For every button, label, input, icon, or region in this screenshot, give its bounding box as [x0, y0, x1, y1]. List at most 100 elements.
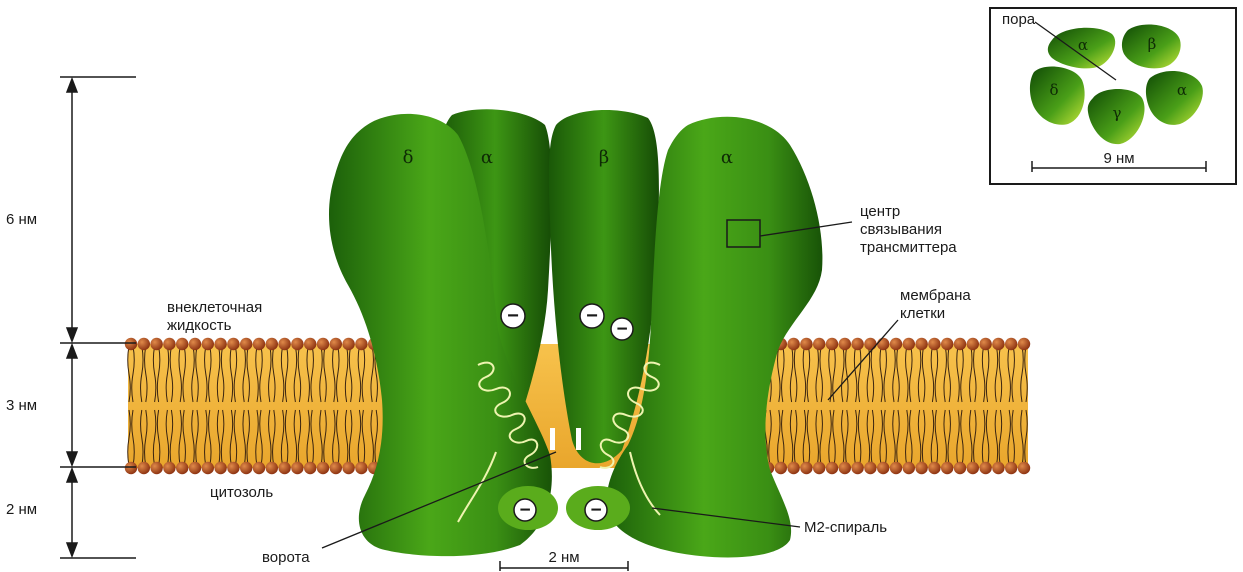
lipid-head [227, 462, 239, 474]
lipid-head [278, 462, 290, 474]
lipid-head [979, 338, 991, 350]
label-m2-helix: M2-спираль [804, 519, 887, 536]
lipid-head [890, 338, 902, 350]
lipid-head [787, 462, 799, 474]
lipid-head [800, 338, 812, 350]
lipid-head [903, 338, 915, 350]
scale-label-2nm: 2 нм [6, 501, 37, 518]
lipid-head [214, 338, 226, 350]
label-gate: ворота [262, 549, 310, 566]
lipid-head [928, 338, 940, 350]
scale-label-inset: 9 нм [1103, 150, 1134, 167]
lipid-head [864, 462, 876, 474]
lipid-head [227, 338, 239, 350]
lipid-head [202, 462, 214, 474]
lipid-head [163, 462, 175, 474]
gate-bar-left [550, 428, 555, 450]
lipid-head [189, 462, 201, 474]
lipid-head [915, 338, 927, 350]
subunit-label-alpha-2: α [721, 147, 733, 168]
lipid-head [992, 338, 1004, 350]
vertical-scale [60, 77, 136, 558]
lipid-head [355, 338, 367, 350]
lipid-head [864, 338, 876, 350]
lipid-head [979, 462, 991, 474]
lipid-head [813, 462, 825, 474]
lipid-head [342, 462, 354, 474]
lipid-head [941, 338, 953, 350]
lipid-head [941, 462, 953, 474]
lipid-head [826, 338, 838, 350]
charge-symbol-3: − [616, 319, 627, 340]
lipid-head [163, 338, 175, 350]
lipid-head [176, 338, 188, 350]
lipid-head [1005, 338, 1017, 350]
lipid-head [125, 462, 137, 474]
lipid-head [304, 338, 316, 350]
lipid-head [915, 462, 927, 474]
lipid-head [150, 338, 162, 350]
lipid-head [967, 462, 979, 474]
lipid-head [240, 462, 252, 474]
lipid-head [253, 338, 265, 350]
lipid-head [138, 338, 150, 350]
lipid-head [992, 462, 1004, 474]
lipid-head [877, 338, 889, 350]
lipid-head [240, 338, 252, 350]
lipid-head [877, 462, 889, 474]
lipid-head [202, 338, 214, 350]
lipid-head [967, 338, 979, 350]
inset-label-gamma: γ [1113, 104, 1122, 122]
lipid-head [150, 462, 162, 474]
lipid-head [189, 338, 201, 350]
gate-bar-right [576, 428, 581, 450]
lipid-head [954, 338, 966, 350]
lipid-head [253, 462, 265, 474]
lipid-head [317, 338, 329, 350]
label-pore: пора [1002, 11, 1036, 28]
lipid-head [291, 462, 303, 474]
lipid-head [291, 338, 303, 350]
subunit-label-beta: β [599, 147, 609, 168]
lipid-head [903, 462, 915, 474]
label-membrane-2: клетки [900, 305, 945, 322]
subunit-label-delta: δ [403, 147, 414, 168]
lipid-head [890, 462, 902, 474]
lipid-head [342, 338, 354, 350]
lipid-head [775, 462, 787, 474]
lipid-head [787, 338, 799, 350]
lipid-head [1018, 338, 1030, 350]
lipid-head [266, 338, 278, 350]
charge-symbol-5: − [590, 500, 601, 521]
lipid-head [813, 338, 825, 350]
inset-label-beta: β [1148, 35, 1157, 53]
lipid-head [954, 462, 966, 474]
lipid-head [330, 338, 342, 350]
label-binding-2: связывания [860, 221, 942, 238]
lipid-head [278, 338, 290, 350]
lipid-head [317, 462, 329, 474]
inset-label-delta: δ [1049, 81, 1058, 99]
inset-label-alpha-1: α [1078, 36, 1088, 54]
label-binding-1: центр [860, 203, 900, 220]
lipid-head [125, 338, 137, 350]
lipid-head [1005, 462, 1017, 474]
lipid-head [800, 462, 812, 474]
channel-protein: − − − − − δ α β α [329, 109, 822, 557]
scale-label-3nm: 3 нм [6, 397, 37, 414]
lipid-head [176, 462, 188, 474]
lipid-head [138, 462, 150, 474]
top-view-inset: α β α γ δ пора 9 нм [990, 8, 1236, 184]
label-binding-3: трансмиттера [860, 239, 957, 256]
lipid-head [826, 462, 838, 474]
charge-symbol-1: − [507, 305, 519, 327]
lipid-head [928, 462, 940, 474]
label-cytosol: цитозоль [210, 484, 273, 501]
inset-label-alpha-2: α [1177, 81, 1187, 99]
lipid-head [214, 462, 226, 474]
subunit-label-alpha-1: α [481, 147, 493, 168]
lipid-head [851, 462, 863, 474]
scale-label-6nm: 6 нм [6, 211, 37, 228]
